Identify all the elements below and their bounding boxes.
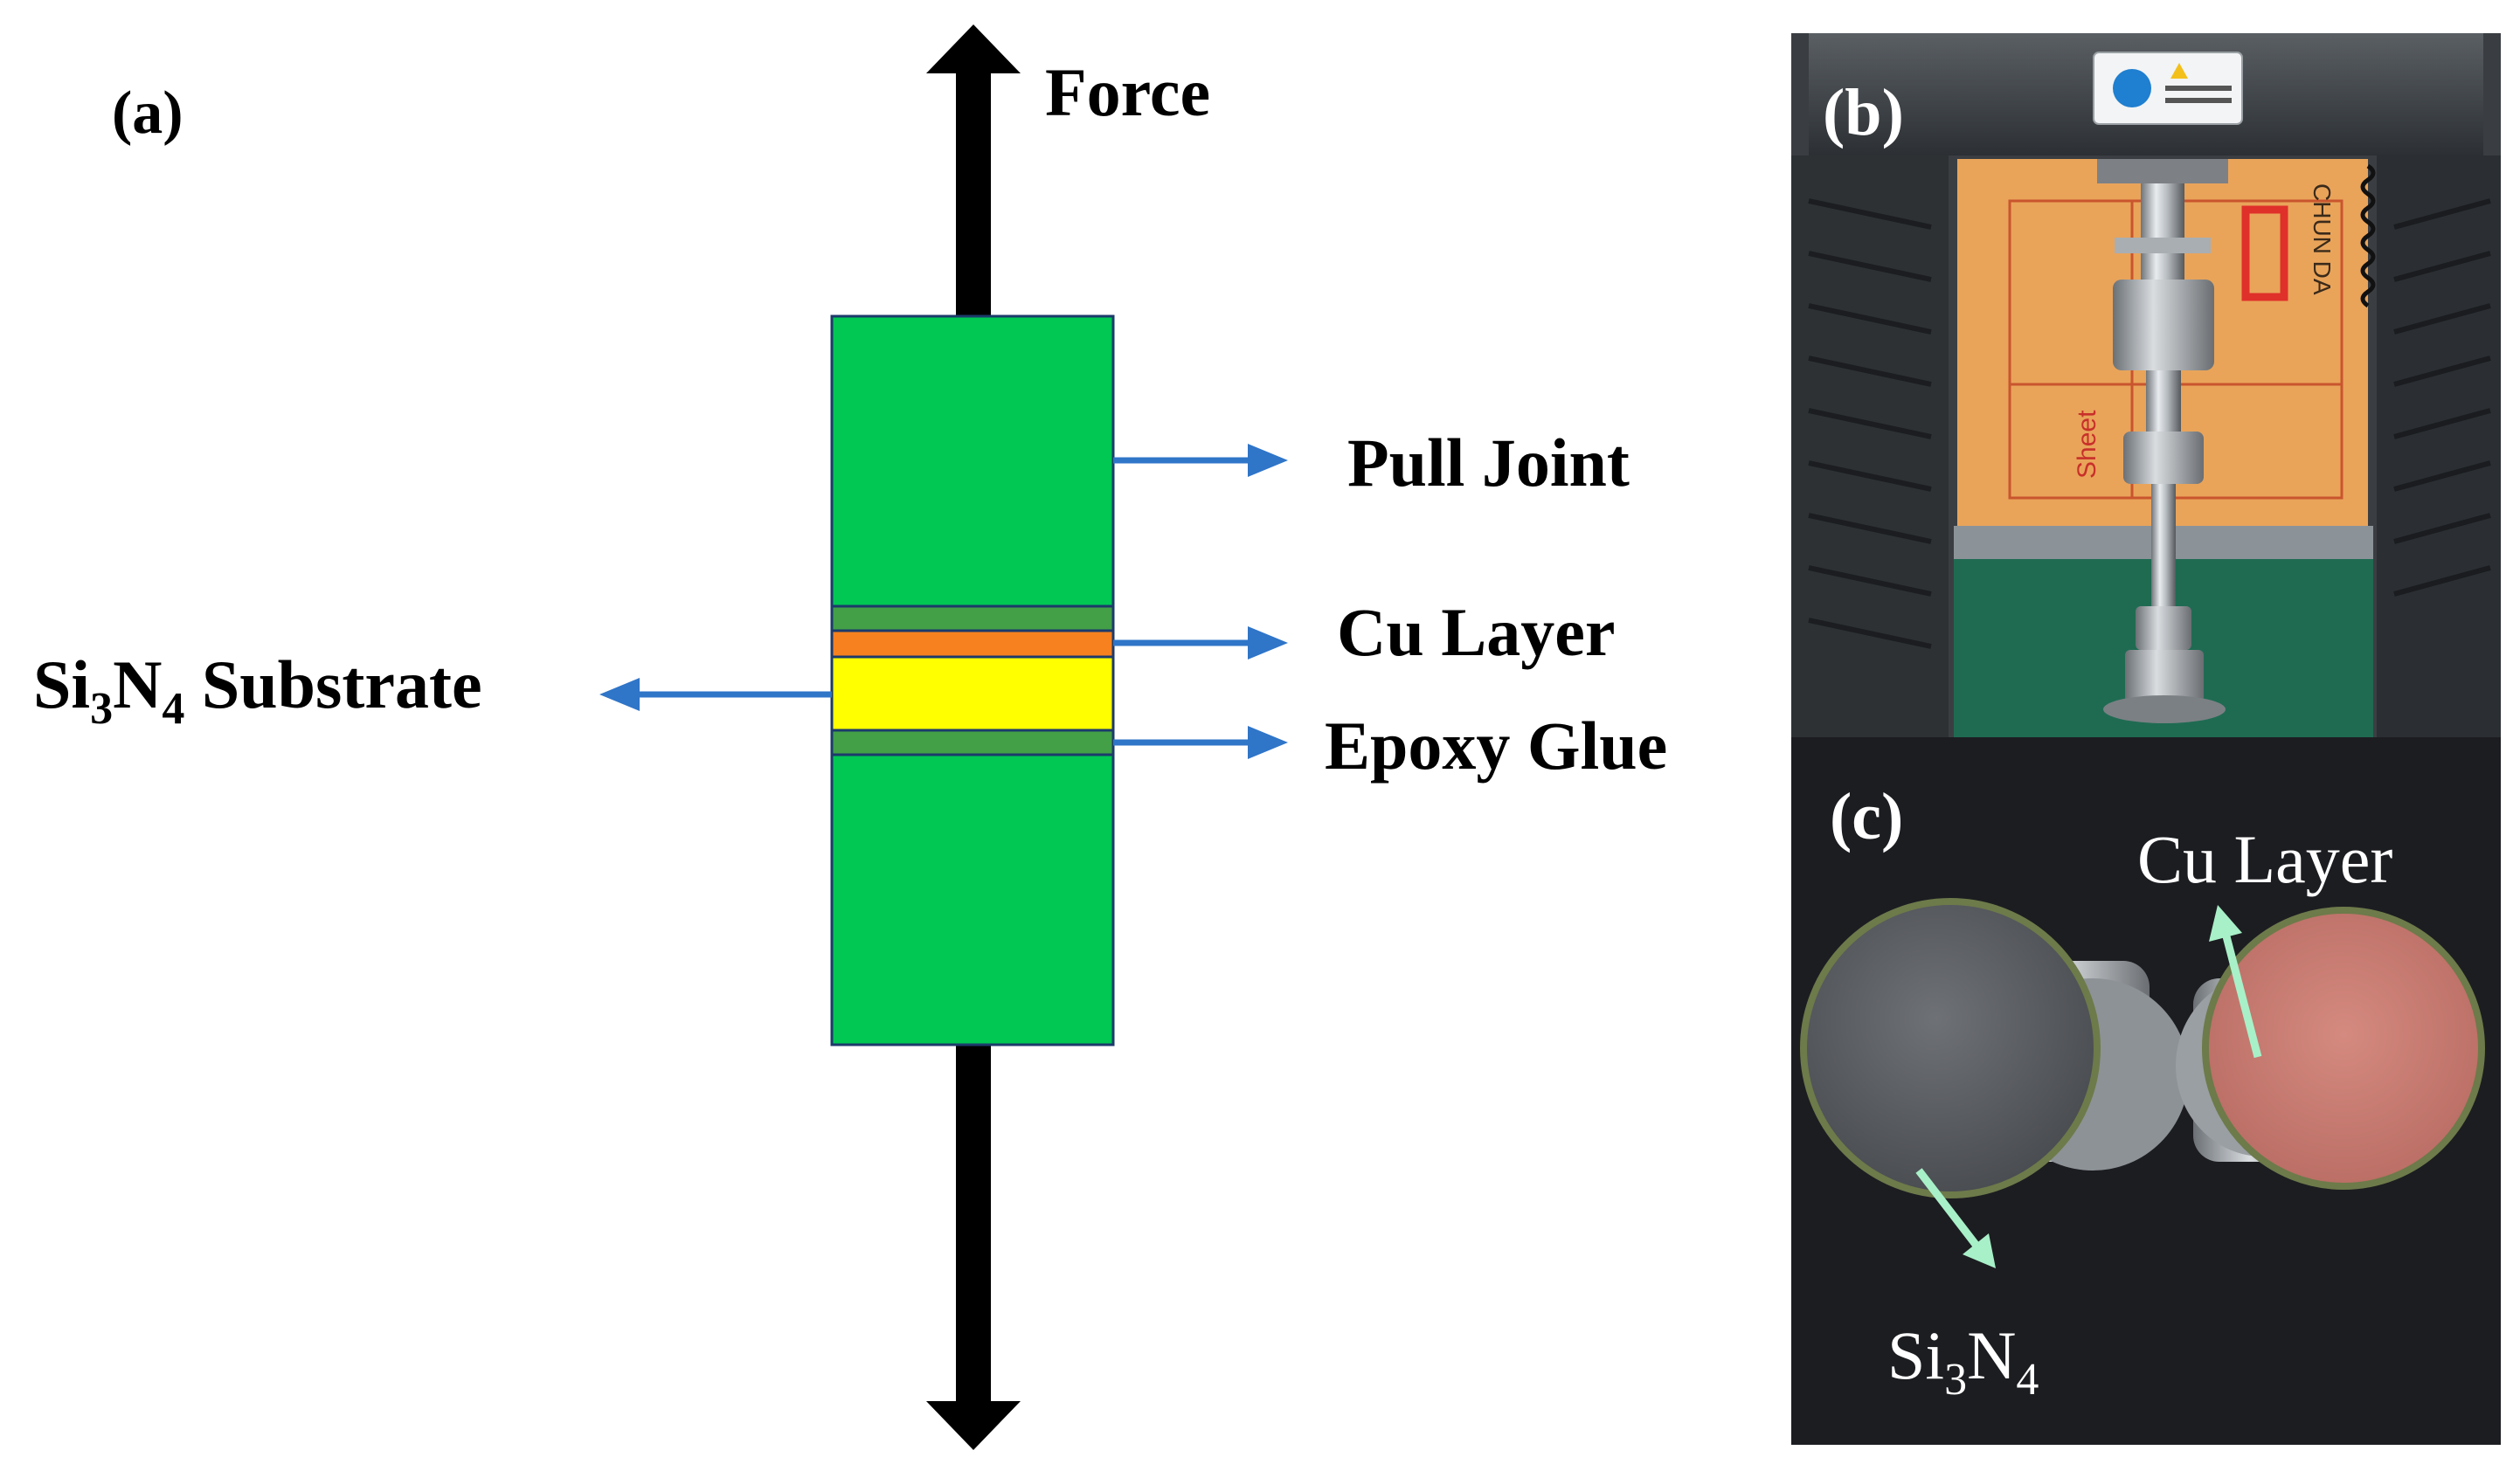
sheet-text: Sheet xyxy=(2073,410,2101,479)
machine-left-column xyxy=(1791,155,1949,737)
force-arrow-head-up xyxy=(926,24,1021,73)
cu-layer-photo-label: Cu Layer xyxy=(2137,821,2392,897)
machine-logo-mark xyxy=(2241,205,2288,301)
pull-joint-top xyxy=(830,314,1115,608)
right-vent-slats xyxy=(2393,198,2491,597)
upper-grip xyxy=(2113,280,2214,370)
substrate-pointer xyxy=(599,678,832,711)
lower-collar xyxy=(2136,606,2191,650)
middle-collar xyxy=(2123,432,2204,484)
epoxy-glue-label: Epoxy Glue xyxy=(1325,708,1667,784)
panel-b-photo: CHUN DA Sheet (b) xyxy=(1791,33,2501,737)
base-flange xyxy=(2103,695,2226,723)
left-vent-slats xyxy=(1808,198,1932,649)
substrate-label: Si3N4 Substrate xyxy=(33,646,482,734)
upper-rod xyxy=(2141,183,2184,280)
pull-joint-label: Pull Joint xyxy=(1347,425,1630,501)
machine-right-column xyxy=(2377,155,2501,737)
middle-rod xyxy=(2146,370,2181,432)
cu-layer-band xyxy=(830,629,1115,659)
specimen-stack xyxy=(830,314,1115,1046)
epoxy-glue-top-band xyxy=(830,604,1115,632)
warning-triangle-icon xyxy=(2170,63,2188,79)
warning-sticker-icon xyxy=(2113,69,2151,107)
upper-crosshead xyxy=(2097,159,2228,183)
cu-fracture-face xyxy=(2202,907,2485,1190)
panel-a: (a) Force Pull Joint Cu Layer xyxy=(33,24,1667,1450)
si3n4-photo-label: Si3N4 xyxy=(1887,1317,2039,1405)
upper-pin xyxy=(2115,238,2211,253)
panel-b-label: (b) xyxy=(1823,76,1904,149)
pull-joint-bottom xyxy=(830,753,1115,1046)
force-label: Force xyxy=(1045,54,1210,130)
si3n4-photo-pointer xyxy=(1915,1168,1996,1268)
coiled-cable xyxy=(2360,163,2376,308)
epoxy-glue-pointer xyxy=(1113,726,1288,759)
machine-brand-text: CHUN DA xyxy=(2309,183,2336,295)
cu-layer-photo-pointer xyxy=(2209,905,2262,1059)
si3n4-substrate-band xyxy=(830,655,1115,732)
lower-rod xyxy=(2151,484,2176,606)
lower-base xyxy=(2125,650,2204,702)
epoxy-glue-bottom-band xyxy=(830,729,1115,756)
panel-c-label: (c) xyxy=(1830,780,1903,853)
panel-c-photo: (c) Cu Layer Si3N4 xyxy=(1791,737,2501,1445)
si3n4-fracture-face xyxy=(1800,898,2101,1198)
panel-a-label: (a) xyxy=(112,79,183,147)
cu-layer-pointer xyxy=(1113,626,1288,660)
pull-joint-pointer xyxy=(1113,444,1288,477)
cu-layer-label: Cu Layer xyxy=(1337,594,1615,670)
force-arrow-head-down xyxy=(926,1401,1021,1450)
